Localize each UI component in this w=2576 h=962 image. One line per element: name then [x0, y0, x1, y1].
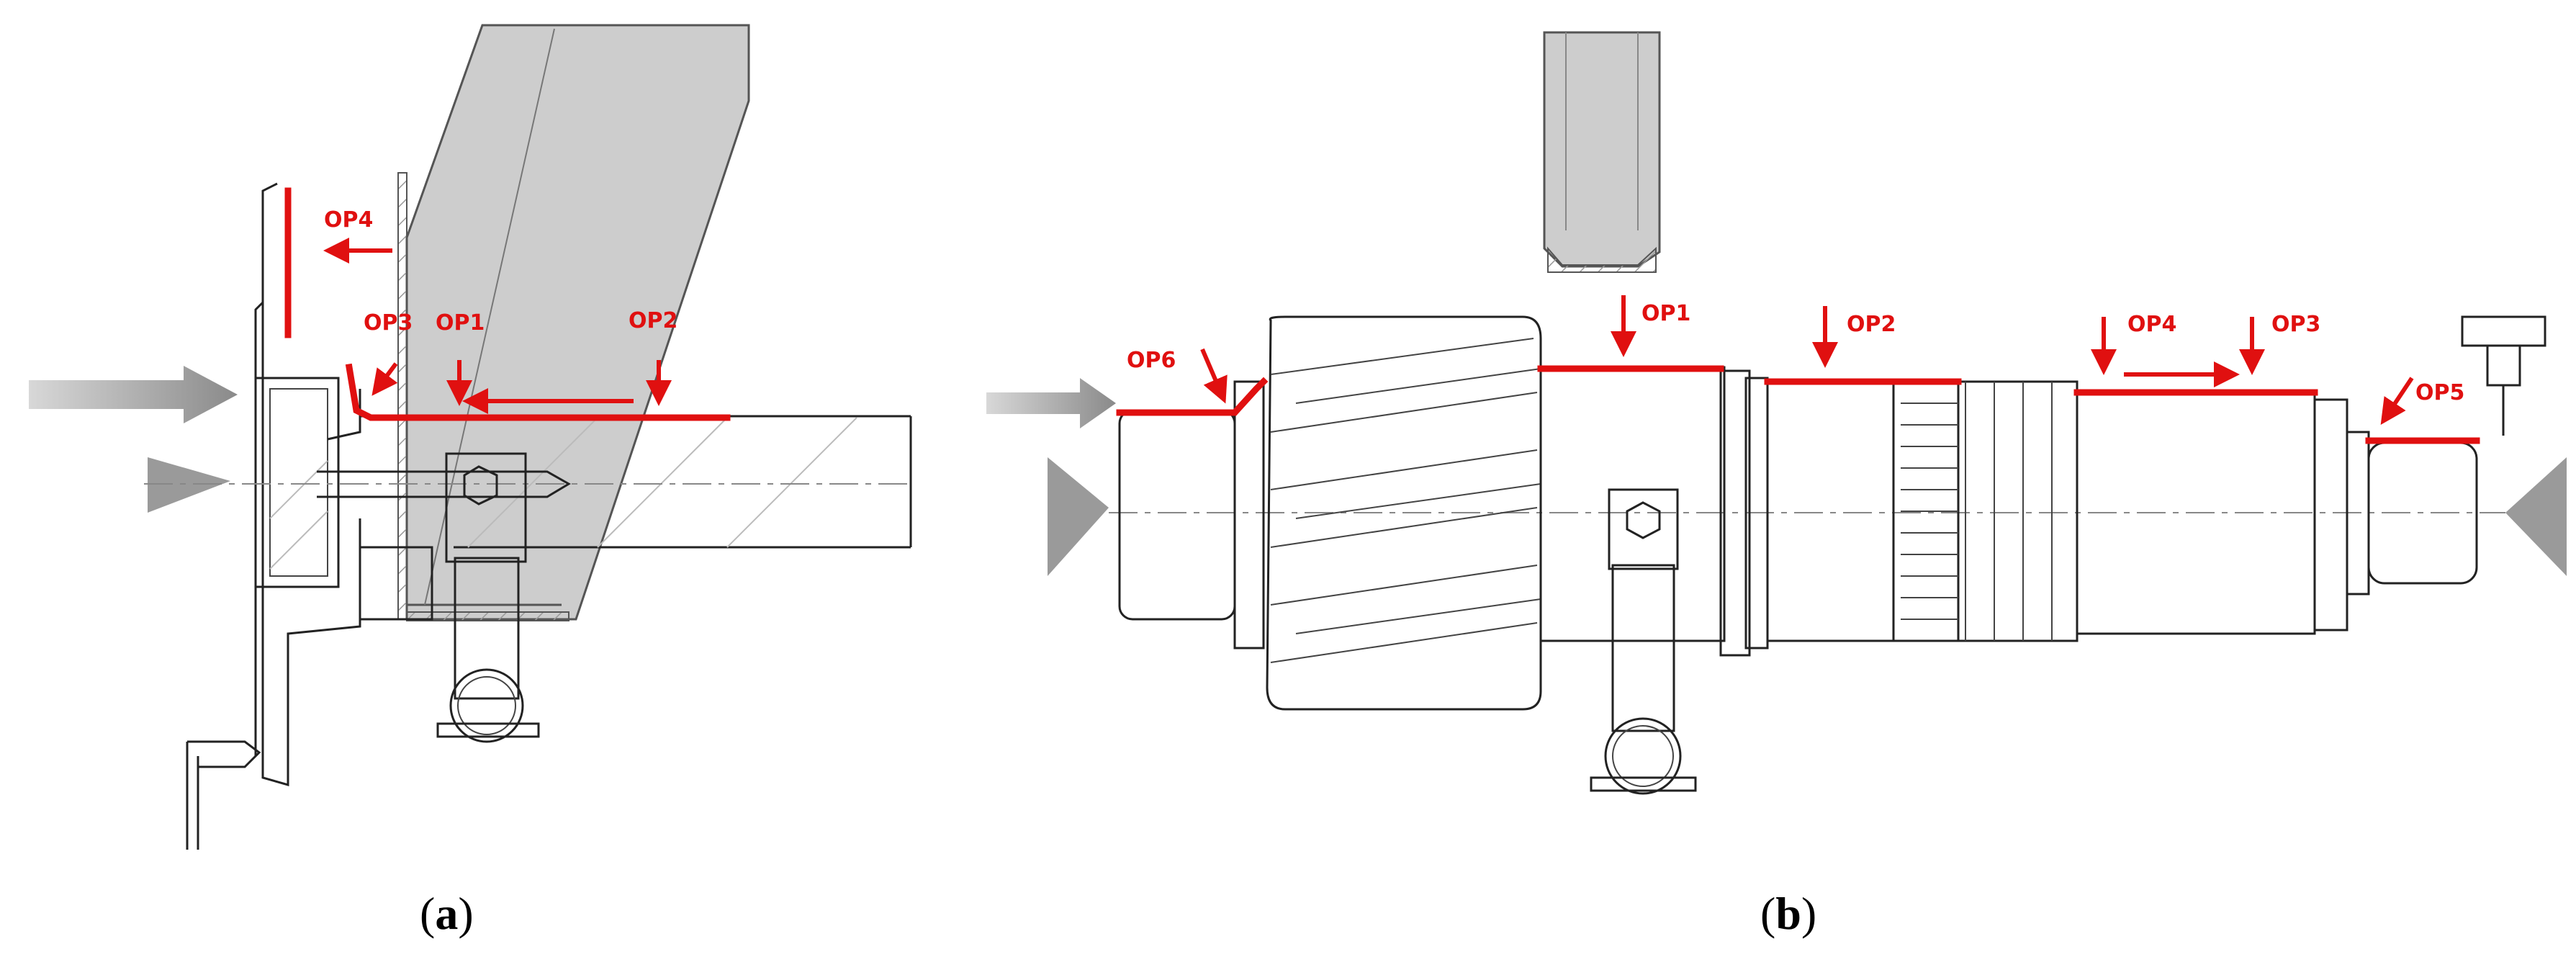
center-marker-a — [148, 457, 230, 513]
op-label: OP1 — [1641, 301, 1690, 326]
caption-a: (a) — [420, 888, 474, 939]
feed-arrow-b — [986, 378, 1116, 428]
op-label: OP2 — [629, 308, 677, 333]
spline-b — [1892, 380, 2079, 642]
op-label: OP5 — [2415, 380, 2464, 405]
operation-paths-b — [1116, 295, 2480, 444]
op-label: OP3 — [364, 310, 413, 336]
op-label: OP1 — [436, 310, 485, 336]
panel-b: OP6 OP1 OP2 OP4 OP3 OP5 (b) — [986, 31, 2567, 939]
milling-spindle-b — [2461, 315, 2546, 436]
feed-arrow-a — [29, 366, 238, 423]
panel-a: OP4 OP3 OP1 OP2 (a) — [29, 24, 912, 939]
op-label: OP3 — [2271, 312, 2320, 337]
helical-gear-b — [1266, 315, 1542, 711]
chuck-a — [186, 182, 433, 850]
op-label: OP6 — [1127, 348, 1176, 373]
operation-paths-a — [284, 187, 731, 421]
steady-rest-a — [436, 452, 540, 743]
op-label: OP2 — [1847, 312, 1896, 337]
op-label: OP4 — [324, 207, 373, 233]
steady-rest-b — [1590, 488, 1697, 795]
op-label: OP4 — [2127, 312, 2176, 337]
left-center-b — [1048, 457, 1109, 576]
caption-b: (b) — [1760, 888, 1816, 939]
cutting-tool-b — [1543, 31, 1661, 273]
right-center-b — [2505, 457, 2567, 576]
